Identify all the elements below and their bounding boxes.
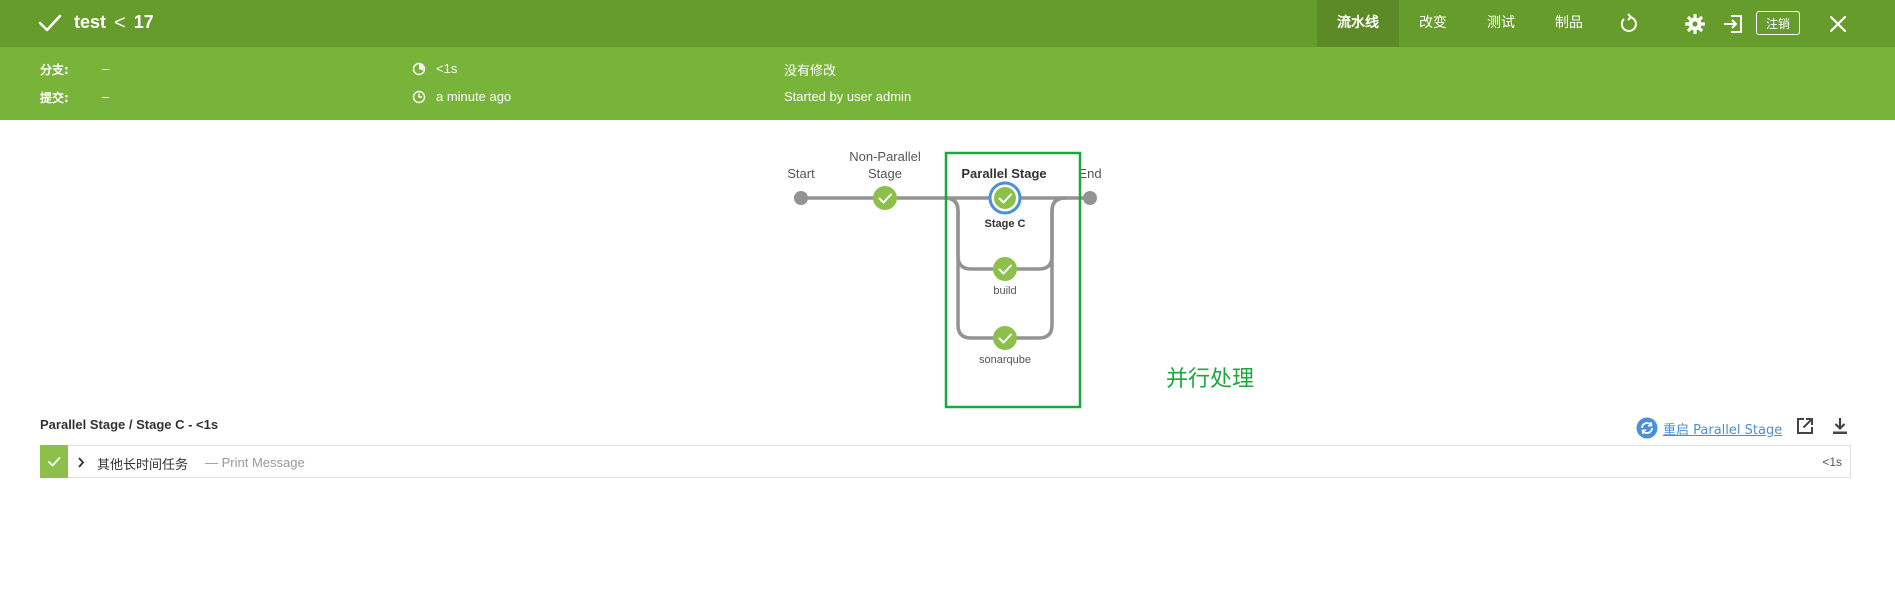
open-external-icon[interactable] (1795, 416, 1815, 436)
step-duration: <1s (1822, 455, 1842, 469)
check-icon (38, 14, 62, 32)
build-number[interactable]: 17 (133, 12, 154, 32)
check-icon (48, 457, 61, 467)
parallel-annotation: 并行处理 (1166, 367, 1255, 392)
changes-summary: 没有修改 (784, 64, 837, 79)
tab-changes[interactable]: 改变 (1419, 15, 1447, 31)
parallel-stage-label: Parallel Stage (961, 166, 1046, 181)
commit-value: – (102, 89, 110, 104)
run-started: a minute ago (436, 89, 512, 104)
logout-button[interactable]: 注销 (1756, 11, 1800, 35)
replay-icon[interactable] (1618, 13, 1640, 35)
sonarqube-label: sonarqube (979, 354, 1031, 366)
run-cause: Started by user admin (784, 89, 912, 104)
run-duration: <1s (436, 61, 458, 76)
non-parallel-label-line2: Stage (868, 166, 902, 181)
clock-icon (412, 90, 426, 104)
start-node (794, 191, 808, 205)
step-status-success (40, 445, 68, 478)
run-info-bar: 分支: – 提交: – <1s a minute ago 没有修改 Starte… (0, 47, 1895, 120)
branch-label: 分支: (40, 63, 69, 77)
tab-tests[interactable]: 测试 (1487, 15, 1515, 31)
build-label: build (993, 285, 1016, 297)
step-message: — Print Message (205, 455, 305, 470)
breadcrumb-separator: < (114, 11, 126, 34)
step-name: 其他长时间任务 (97, 458, 189, 473)
top-header: test < 17 流水线 改变 测试 制品 注销 (0, 0, 1895, 47)
close-icon[interactable] (1829, 15, 1847, 33)
step-breadcrumb-title: Parallel Stage / Stage C - <1s (40, 417, 219, 432)
start-label: Start (787, 166, 815, 181)
stopwatch-icon (412, 62, 426, 76)
tab-pipeline[interactable]: 流水线 (1317, 0, 1399, 47)
stage-c-label: Stage C (985, 218, 1026, 230)
restart-stage-label[interactable]: 重启 Parallel Stage (1663, 422, 1783, 438)
run-tabs: 流水线 改变 测试 制品 (1317, 0, 1603, 47)
job-title: test < 17 (74, 12, 154, 33)
pipeline-graph: Start Non-Parallel Stage Parallel Stage … (787, 149, 1102, 409)
sonarqube-node[interactable] (993, 326, 1017, 350)
restart-icon (1636, 417, 1658, 439)
tab-artifacts[interactable]: 制品 (1555, 15, 1583, 31)
sign-in-icon[interactable] (1722, 13, 1744, 35)
download-icon[interactable] (1830, 416, 1850, 436)
gear-icon[interactable] (1684, 13, 1706, 35)
end-node (1083, 191, 1097, 205)
step-row[interactable]: 其他长时间任务 — Print Message <1s (40, 445, 1851, 478)
job-name[interactable]: test (74, 12, 107, 32)
parallel-highlight-box (944, 151, 1082, 409)
end-label: End (1078, 166, 1101, 181)
stage-c-node[interactable] (988, 181, 1022, 215)
non-parallel-label-line1: Non-Parallel (849, 149, 921, 164)
commit-label: 提交: (40, 91, 69, 105)
build-node[interactable] (993, 257, 1017, 281)
branch-value: – (102, 61, 110, 76)
restart-stage-link[interactable]: 重启 Parallel Stage (1636, 417, 1782, 439)
non-parallel-stage-node[interactable] (873, 186, 897, 210)
chevron-right-icon[interactable] (77, 457, 85, 468)
